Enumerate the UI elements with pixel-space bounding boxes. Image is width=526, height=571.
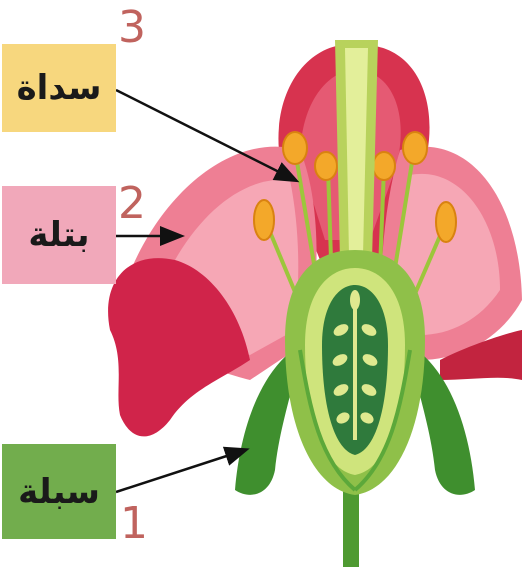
- label-stamen-text: سداة: [17, 68, 102, 108]
- arrow-sepal: [116, 450, 245, 492]
- label-petal: بتلة: [2, 186, 116, 284]
- label-sepal-text: سبلة: [18, 472, 100, 512]
- number-petal: 2: [118, 178, 146, 229]
- stem: [343, 490, 359, 567]
- arrow-stamen: [116, 90, 295, 180]
- number-stamen: 3: [118, 2, 146, 53]
- label-sepal: سبلة: [2, 444, 116, 539]
- label-stamen: سداة: [2, 44, 116, 132]
- number-sepal: 1: [120, 498, 148, 549]
- label-petal-text: بتلة: [28, 215, 89, 255]
